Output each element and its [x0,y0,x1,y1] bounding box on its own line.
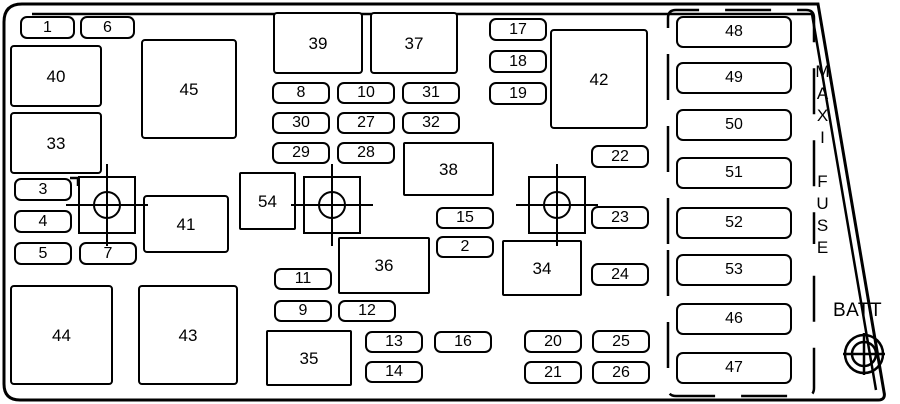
relay-slot-42[interactable]: 42 [550,29,648,129]
fuse-slot-11[interactable]: 11 [274,268,332,290]
fuse-slot-25[interactable]: 25 [592,330,650,353]
fuse-slot-8[interactable]: 8 [272,82,330,104]
fuse-slot-12[interactable]: 12 [338,300,396,322]
fuse-slot-10[interactable]: 10 [337,82,395,104]
fuse-slot-32[interactable]: 32 [402,112,460,134]
fuse-slot-51[interactable]: 51 [676,157,792,189]
relay-slot-43[interactable]: 43 [138,285,238,385]
batt-label: BATT [833,300,883,321]
fuse-slot-29[interactable]: 29 [272,142,330,164]
fuse-slot-14[interactable]: 14 [365,361,423,383]
relay-slot-45[interactable]: 45 [141,39,237,139]
relay-slot-54[interactable]: 54 [239,172,296,230]
maxi-fuse-label: MAXI FUSE [813,62,832,260]
fuse-slot-15[interactable]: 15 [436,207,494,229]
stud-bolt-circle [93,191,121,219]
relay-slot-37[interactable]: 37 [370,12,458,74]
fuse-slot-19[interactable]: 19 [489,82,547,105]
fuse-slot-9[interactable]: 9 [274,300,332,322]
fuse-slot-24[interactable]: 24 [591,263,649,286]
fuse-slot-26[interactable]: 26 [592,361,650,384]
fuse-slot-2[interactable]: 2 [436,236,494,258]
fuse-slot-49[interactable]: 49 [676,62,792,94]
fuse-slot-50[interactable]: 50 [676,109,792,141]
fuse-slot-28[interactable]: 28 [337,142,395,164]
relay-slot-36[interactable]: 36 [338,237,430,294]
fuse-slot-46[interactable]: 46 [676,303,792,335]
fuse-slot-3[interactable]: 3 [14,178,72,201]
relay-slot-34[interactable]: 34 [502,240,582,296]
fuse-slot-6[interactable]: 6 [80,16,135,39]
relay-slot-39[interactable]: 39 [273,12,363,74]
fuse-slot-52[interactable]: 52 [676,207,792,239]
fuse-slot-47[interactable]: 47 [676,352,792,384]
fuse-slot-13[interactable]: 13 [365,331,423,353]
fuse-slot-21[interactable]: 21 [524,361,582,384]
fuse-slot-4[interactable]: 4 [14,210,72,233]
relay-slot-41[interactable]: 41 [143,195,229,253]
fuse-slot-18[interactable]: 18 [489,50,547,73]
fuse-slot-16[interactable]: 16 [434,331,492,353]
relay-slot-33[interactable]: 33 [10,112,102,174]
fuse-slot-23[interactable]: 23 [591,206,649,229]
relay-slot-40[interactable]: 40 [10,45,102,107]
stud-bolt-circle [543,191,571,219]
fuse-slot-31[interactable]: 31 [402,82,460,104]
batt-terminal-icon[interactable] [839,329,889,379]
fuse-slot-17[interactable]: 17 [489,18,547,41]
fuse-slot-1[interactable]: 1 [20,16,75,39]
relay-slot-38[interactable]: 38 [403,142,494,196]
fuse-slot-48[interactable]: 48 [676,16,792,48]
fuse-slot-53[interactable]: 53 [676,254,792,286]
fuse-slot-5[interactable]: 5 [14,242,72,265]
relay-slot-44[interactable]: 44 [10,285,113,385]
fuse-slot-20[interactable]: 20 [524,330,582,353]
fuse-slot-22[interactable]: 22 [591,145,649,168]
fuse-slot-27[interactable]: 27 [337,112,395,134]
relay-slot-35[interactable]: 35 [266,330,352,386]
stud-bolt-circle [318,191,346,219]
fuse-slot-30[interactable]: 30 [272,112,330,134]
